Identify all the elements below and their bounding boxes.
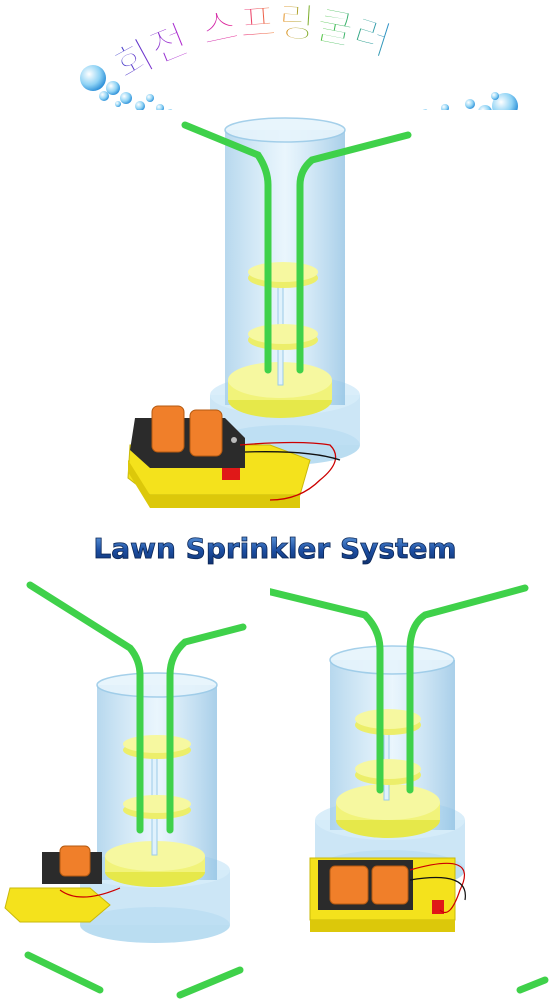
- sprinkler-main-illustration: [127, 117, 412, 508]
- english-title-text: Lawn Sprinkler System: [93, 532, 456, 565]
- sprinkler-right-view: [270, 584, 529, 932]
- right-spray-bubbles: [422, 92, 518, 110]
- korean-title-text: 회전 스프링쿨러: [107, 0, 397, 91]
- left-spray-bubbles: [80, 65, 173, 110]
- left-straw: [181, 121, 272, 374]
- svg-text:회전 스프링쿨러: 회전 스프링쿨러: [108, 0, 397, 90]
- sprinkler-left-view: [4, 581, 247, 943]
- korean-title: 회전 스프링쿨러: [80, 0, 518, 110]
- english-title: Lawn Sprinkler System: [93, 532, 457, 566]
- right-straw: [296, 131, 412, 374]
- next-item-peek: [24, 951, 549, 999]
